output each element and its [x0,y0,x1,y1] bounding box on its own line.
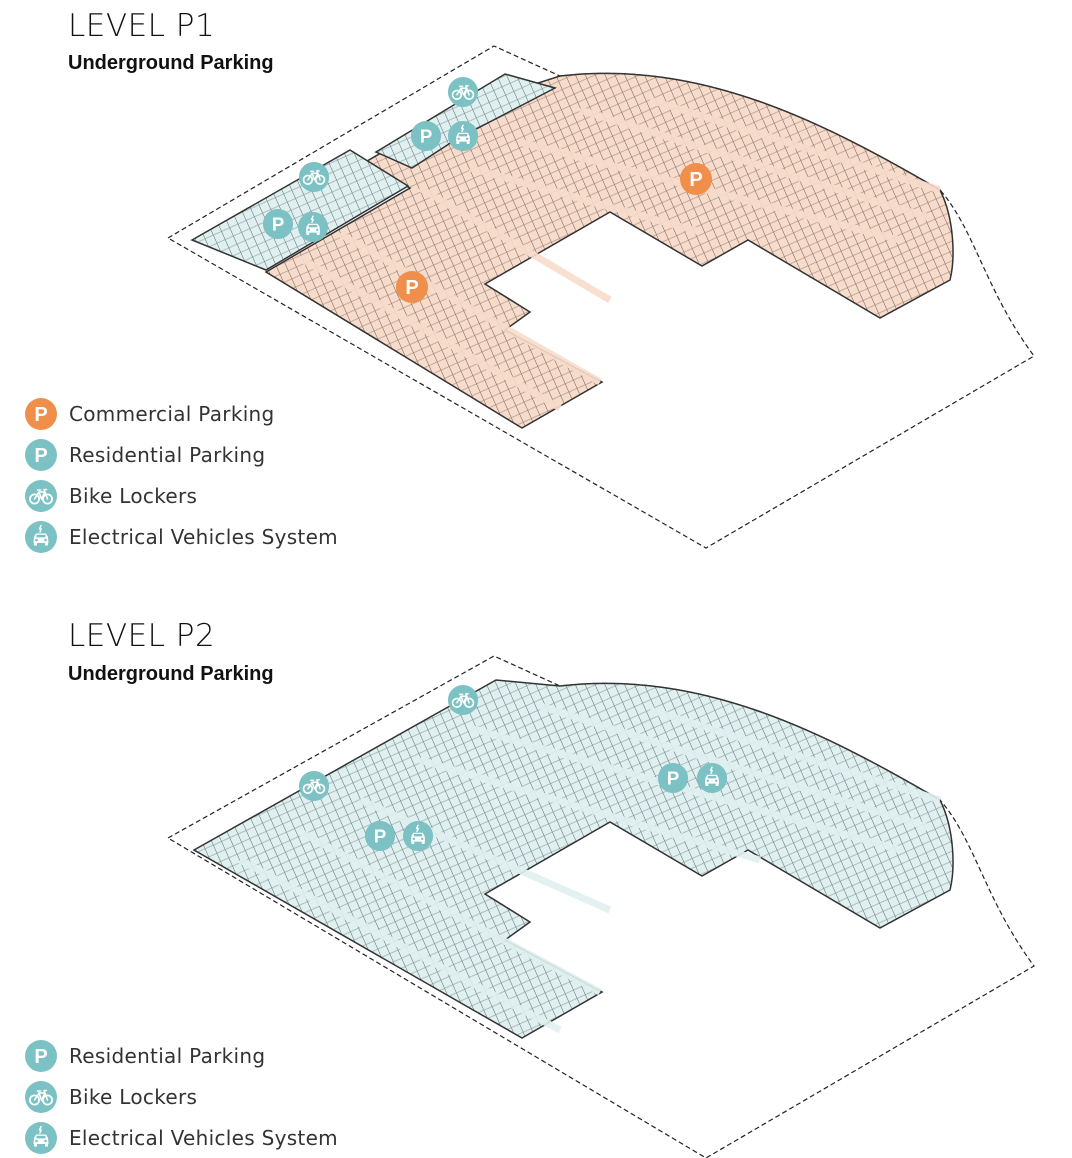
legend-item-commercial-parking: Commercial Parking [24,393,338,434]
ev-icon [297,211,329,243]
residential-parking-area [192,679,954,1039]
level-p2-floor-plan [166,655,1035,1158]
legend-item-ev-system: Electrical Vehicles System [24,1117,338,1158]
residential-parking-icon [364,820,396,852]
legend-item-residential-parking: Residential Parking [24,1035,338,1076]
bike-icon [447,76,479,108]
residential-parking-icon [262,208,294,240]
residential-parking-icon [24,1039,58,1073]
level-p2-subtitle: Underground Parking [68,663,274,685]
legend-item-ev-system: Electrical Vehicles System [24,516,338,557]
ev-icon [24,1121,58,1155]
level-p1-subtitle: Underground Parking [68,52,274,74]
legend-label: Residential Parking [69,1043,266,1068]
bike-icon [298,161,330,193]
bike-icon [447,684,479,716]
bike-icon [298,770,330,802]
residential-parking-icon [657,762,689,794]
bike-icon [24,479,58,513]
legend-label: Bike Lockers [69,1084,198,1109]
level-p1-title: LEVEL P1 [68,8,216,44]
legend-item-bike-lockers: Bike Lockers [24,1076,338,1117]
legend-label: Bike Lockers [69,483,198,508]
commercial-parking-icon [680,163,712,195]
ev-icon [696,762,728,794]
legend-item-residential-parking: Residential Parking [24,434,338,475]
residential-parking-area [190,149,410,271]
level-p1-legend: Commercial Parking Residential Parking B… [24,393,338,557]
legend-label: Electrical Vehicles System [69,524,338,549]
residential-parking-icon [24,438,58,472]
ev-icon [447,120,479,152]
level-p1-floor-plan [166,45,1035,549]
level-p2-title: LEVEL P2 [68,618,216,654]
residential-parking-icon [410,120,442,152]
bike-icon [24,1080,58,1114]
legend-label: Commercial Parking [69,401,275,426]
ev-icon [24,520,58,554]
ev-icon [402,820,434,852]
commercial-parking-icon [396,271,428,303]
level-p2-legend: Residential Parking Bike Lockers Electri… [24,1035,338,1158]
legend-label: Residential Parking [69,442,266,467]
commercial-parking-icon [24,397,58,431]
legend-label: Electrical Vehicles System [69,1125,338,1150]
legend-item-bike-lockers: Bike Lockers [24,475,338,516]
